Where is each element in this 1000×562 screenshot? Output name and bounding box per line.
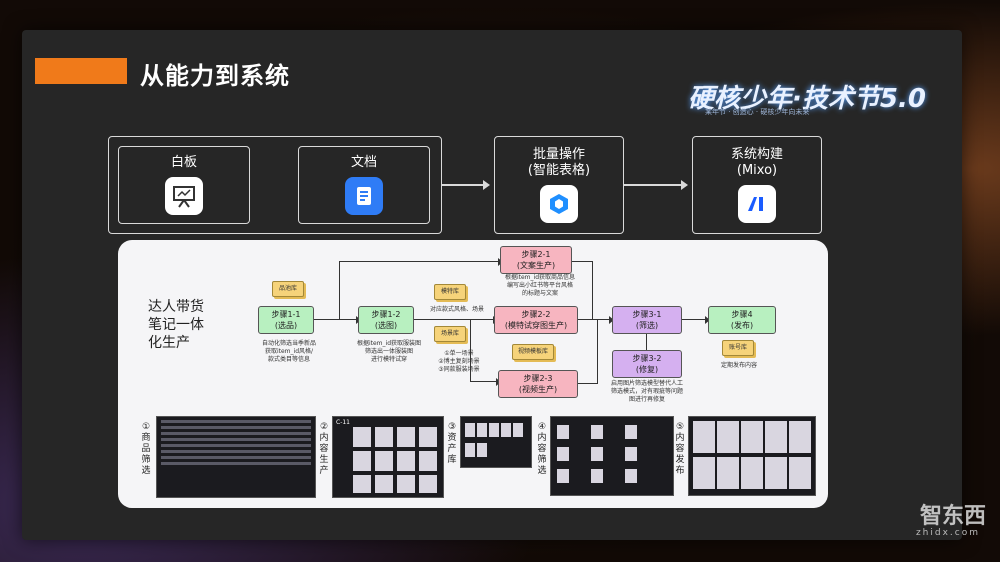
mixo-icon — [738, 185, 776, 223]
workflow-title: 达人带货 笔记一体 化生产 — [148, 299, 204, 351]
tool-system-build: 系统构建 (Mixo) — [692, 136, 822, 234]
flow-line — [570, 261, 592, 262]
note-step-3-2: 启用图片筛选模型替代人工 筛选模式，对有瑕疵等问题 图进行再修复 — [610, 380, 683, 403]
note-step-1-1: 自动化筛选当季新品 获取item_id风格/ 款式类目等信息 — [261, 340, 316, 363]
connector-arrow — [442, 180, 490, 190]
tool-batch-ops-label: 批量操作 (智能表格) — [527, 147, 591, 178]
tool-whiteboard-label: 白板 — [170, 155, 197, 170]
note-step-2-1: 根据item_id获取商品信息 编写出小红书等平台风格 的标题与文案 — [504, 274, 576, 297]
note-step-4: 定期发布内容 — [720, 362, 757, 369]
tool-group-frame — [108, 136, 442, 234]
caption-content-screening: ④内容筛选 — [537, 422, 547, 476]
flow-line — [339, 261, 340, 319]
note-step-1-2: 根据item_id获取服装图 筛选出一体服装图 进行模特试穿 — [356, 340, 422, 363]
flow-line — [597, 319, 598, 383]
flow-arrow — [470, 378, 501, 386]
tag-scene-lib: 场景库 — [434, 326, 466, 342]
step-3-1: 步骤3-1 (筛选) — [612, 306, 682, 334]
step-4: 步骤4 (发布) — [708, 306, 776, 334]
watermark-logo: 智东西 — [919, 504, 986, 529]
tag-video-lib: 视频模板库 — [512, 344, 554, 360]
step-1-2: 步骤1-2 (选图) — [358, 306, 414, 334]
thumb-header: C-11 — [336, 419, 350, 426]
flow-line — [592, 261, 593, 319]
note-scenes: ①单一场景 ②博主复刻场景 ③同款服装场景 — [438, 350, 480, 373]
flow-line — [470, 319, 471, 381]
flow-arrow — [412, 316, 498, 324]
step-2-1: 步骤2-1 (文案生产) — [500, 246, 572, 274]
event-slogan: 某年节 · 创造心 · 硬核少年向未来 — [705, 108, 810, 116]
tool-document-label: 文档 — [350, 155, 377, 170]
tool-system-build-label: 系统构建 (Mixo) — [730, 147, 783, 178]
slide-title: 从能力到系统 — [140, 62, 290, 90]
step-2-3: 步骤2-3 (视频生产) — [498, 370, 578, 398]
connector-arrow — [624, 180, 688, 190]
flow-arrow — [576, 316, 614, 324]
flow-arrow — [339, 258, 503, 266]
step-1-1: 步骤1-1 (选品) — [258, 306, 314, 334]
watermark-url: zhidx.com — [915, 528, 980, 538]
tag-model-lib: 模特库 — [434, 284, 466, 300]
screenshot-content-publishing — [688, 416, 816, 496]
whiteboard-icon — [165, 177, 203, 215]
tool-document: 文档 — [298, 146, 430, 224]
tag-account-lib: 账号库 — [722, 340, 754, 356]
screenshot-content-production: C-11 — [332, 416, 444, 498]
smart-table-icon — [540, 185, 578, 223]
title-accent-bar — [35, 58, 127, 84]
step-3-2: 步骤3-2 (修复) — [612, 350, 682, 378]
step-2-2: 步骤2-2 (模特试穿图生产) — [494, 306, 578, 334]
screenshot-product-screening — [156, 416, 316, 498]
event-logo: 硬核少年·技术节5.0 — [688, 84, 926, 114]
flow-arrow — [680, 316, 710, 324]
flow-arrow — [313, 316, 361, 324]
tag-product-lib: 品池库 — [272, 281, 304, 297]
screenshot-asset-library — [460, 416, 532, 468]
document-icon — [345, 177, 383, 215]
screenshot-content-screening — [550, 416, 674, 496]
tool-batch-ops: 批量操作 (智能表格) — [494, 136, 624, 234]
note-step-2-2: 对应款式风格、场景 — [429, 306, 484, 313]
caption-asset-library: ③资产库 — [447, 422, 457, 465]
caption-content-production: ②内容生产 — [319, 422, 329, 476]
caption-content-publishing: ⑤内容发布 — [675, 422, 685, 476]
tool-whiteboard: 白板 — [118, 146, 250, 224]
caption-product-screening: ①商品筛选 — [141, 422, 151, 476]
flow-line — [576, 383, 598, 384]
flow-line — [646, 333, 647, 351]
